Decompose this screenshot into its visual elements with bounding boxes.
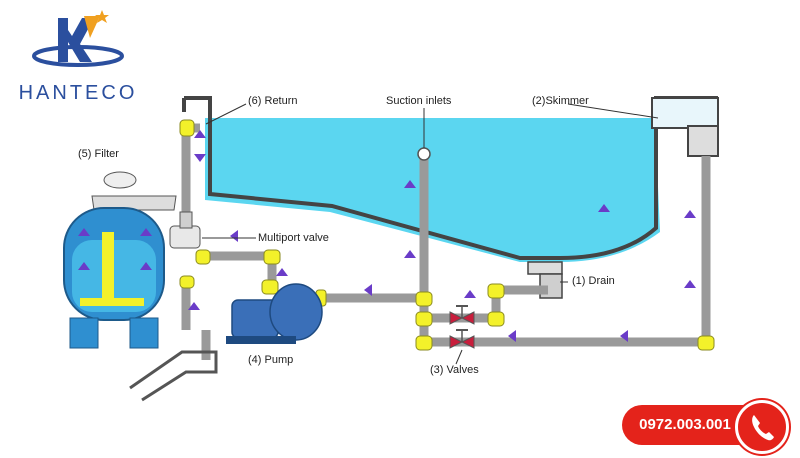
label-skimmer: (2)Skimmer <box>532 95 589 107</box>
label-filter: (5) Filter <box>78 148 119 160</box>
sand-filter <box>63 171 177 349</box>
pool-water <box>205 118 660 262</box>
label-drain: (1) Drain <box>572 275 615 287</box>
waste-pipe <box>129 350 218 402</box>
leader-lines <box>202 103 659 365</box>
pipe-fittings <box>179 119 715 351</box>
phone-icon[interactable] <box>735 400 789 454</box>
skimmer <box>651 97 719 157</box>
suction-inlet <box>417 147 431 161</box>
flow-arrows <box>78 130 696 342</box>
hotline-button[interactable]: 0972.003.001 <box>622 405 748 445</box>
label-return: (6) Return <box>248 95 298 107</box>
label-pump: (4) Pump <box>248 354 294 366</box>
brand-name: HANTECO <box>18 82 138 104</box>
multiport-valve <box>169 211 201 249</box>
hanteco-logo <box>32 10 124 67</box>
valves <box>449 305 475 349</box>
label-valves: (3) Valves <box>430 364 479 376</box>
pump <box>226 283 323 344</box>
label-suction-inlets: Suction inlets <box>386 95 452 107</box>
label-multiport-valve: Multiport valve <box>258 232 329 244</box>
pool-wall <box>184 96 718 260</box>
